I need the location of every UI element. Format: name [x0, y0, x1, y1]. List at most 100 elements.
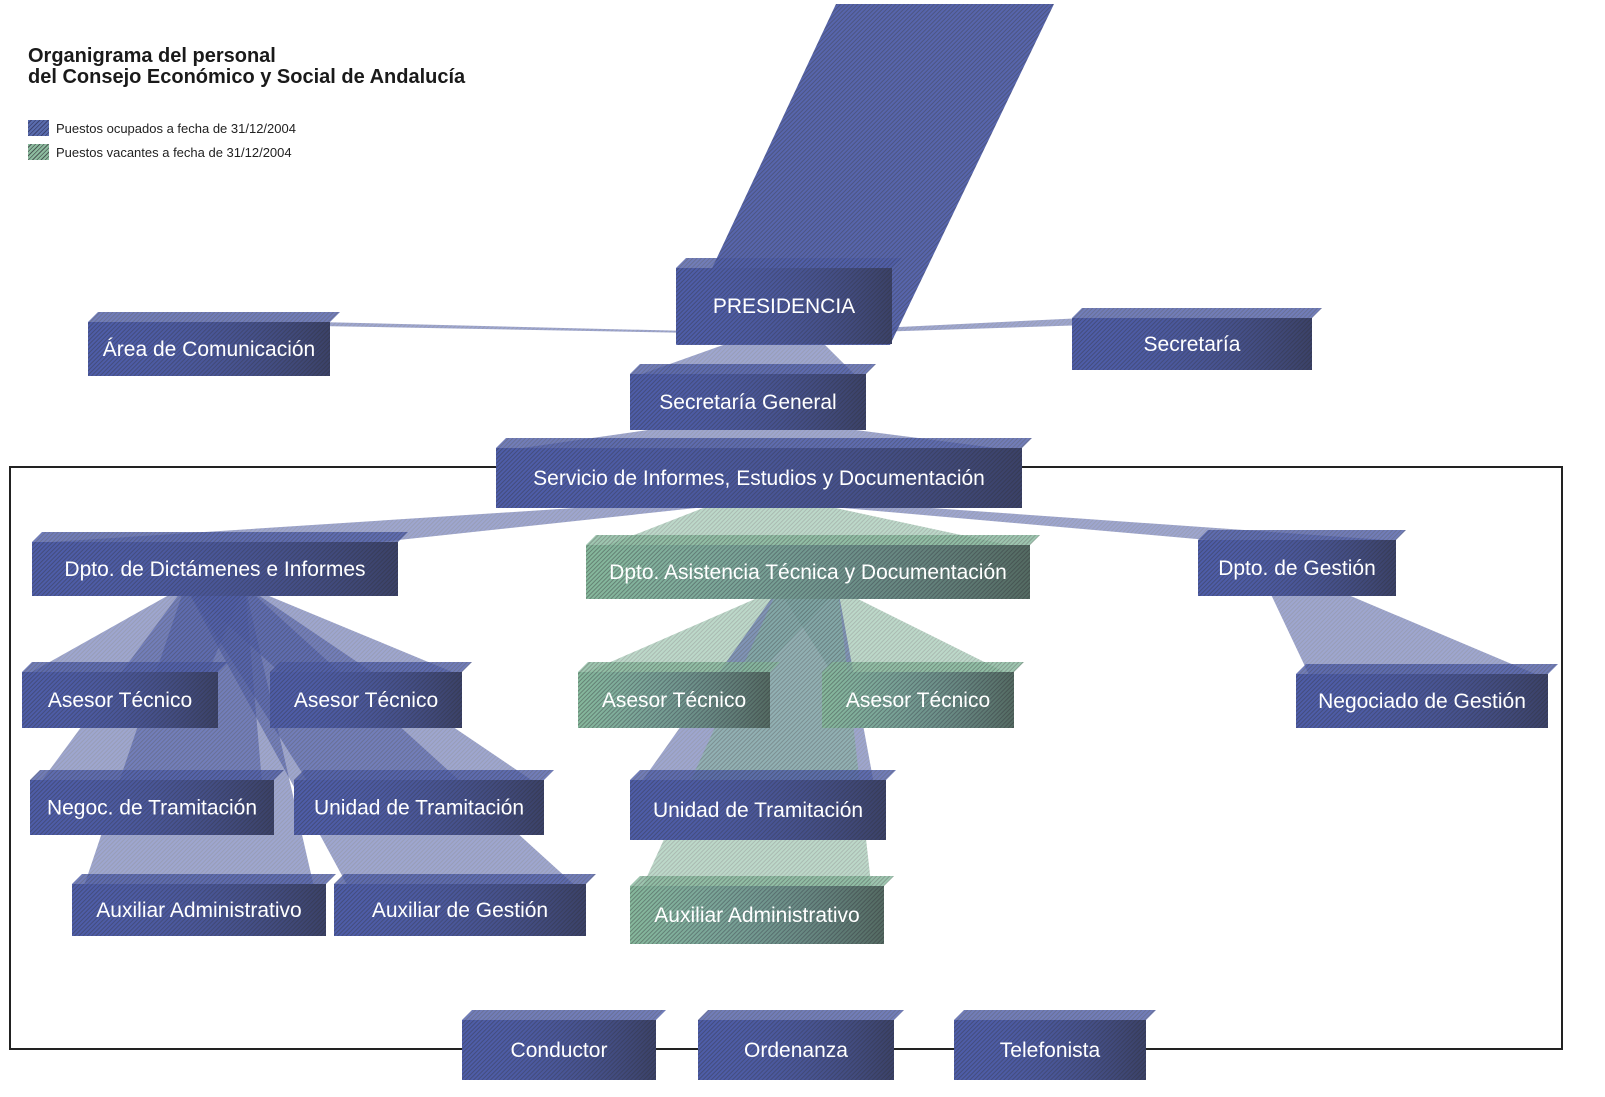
node-dpto_asist: Dpto. Asistencia Técnica y Documentación	[586, 535, 1040, 599]
node-label: Asesor Técnico	[602, 689, 746, 712]
node-label: Dpto. de Dictámenes e Informes	[64, 558, 365, 581]
node-servicio: Servicio de Informes, Estudios y Documen…	[496, 438, 1032, 508]
node-bevel	[496, 438, 1032, 448]
node-shade	[954, 1020, 1146, 1080]
node-bevel	[954, 1010, 1156, 1020]
node-bevel	[586, 535, 1040, 545]
node-shade	[32, 542, 398, 596]
node-shade	[630, 374, 866, 430]
legend-label-occupied: Puestos ocupados a fecha de 31/12/2004	[56, 120, 296, 136]
node-shade	[496, 448, 1022, 508]
node-bevel	[294, 770, 554, 780]
node-negociado_gest: Negociado de Gestión	[1296, 664, 1558, 728]
node-label: Servicio de Informes, Estudios y Documen…	[533, 467, 985, 490]
title-line-1: Organigrama del personal	[28, 45, 276, 67]
node-comunicacion: Área de Comunicación	[88, 312, 340, 376]
node-bevel	[630, 364, 876, 374]
node-shade	[586, 545, 1030, 599]
node-unidad_tram1: Unidad de Tramitación	[294, 770, 554, 835]
node-dpto_gest: Dpto. de Gestión	[1198, 530, 1406, 596]
node-bevel	[578, 662, 780, 672]
node-shade	[630, 780, 886, 840]
node-bevel	[462, 1010, 666, 1020]
node-label: Asesor Técnico	[48, 689, 192, 712]
legend-label-vacant: Puestos vacantes a fecha de 31/12/2004	[56, 144, 292, 160]
node-asesor3: Asesor Técnico	[578, 662, 780, 728]
legend-item-occupied: Puestos ocupados a fecha de 31/12/2004	[28, 116, 296, 140]
node-conductor: Conductor	[462, 1010, 666, 1080]
node-bevel	[822, 662, 1024, 672]
node-bevel	[630, 876, 894, 886]
legend: Puestos ocupados a fecha de 31/12/2004 P…	[28, 116, 296, 164]
node-sec_general: Secretaría General	[630, 364, 876, 430]
node-bevel	[676, 258, 902, 268]
node-label: Auxiliar de Gestión	[372, 899, 548, 922]
node-secretaria: Secretaría	[1072, 308, 1322, 370]
node-bevel	[1072, 308, 1322, 318]
node-shade	[1072, 318, 1312, 370]
node-aux_gest: Auxiliar de Gestión	[334, 874, 596, 936]
legend-item-vacant: Puestos vacantes a fecha de 31/12/2004	[28, 140, 296, 164]
node-ordenanza: Ordenanza	[698, 1010, 904, 1080]
node-bevel	[22, 662, 228, 672]
node-asesor1: Asesor Técnico	[22, 662, 228, 728]
node-bevel	[1296, 664, 1558, 674]
diagram-title: Organigrama del personal del Consejo Eco…	[28, 46, 465, 88]
node-label: Dpto. Asistencia Técnica y Documentación	[609, 561, 1007, 584]
node-label: Unidad de Tramitación	[653, 799, 863, 822]
node-bevel	[88, 312, 340, 322]
node-shade	[30, 780, 274, 835]
node-label: Unidad de Tramitación	[314, 797, 524, 820]
node-label: PRESIDENCIA	[713, 295, 855, 318]
node-asesor4: Asesor Técnico	[822, 662, 1024, 728]
node-label: Negociado de Gestión	[1318, 690, 1526, 713]
connector-dpto_gest-negociado_gest	[1267, 586, 1536, 674]
node-shade	[1198, 540, 1396, 596]
node-shade	[88, 322, 330, 376]
node-label: Secretaría	[1144, 333, 1241, 356]
node-label: Asesor Técnico	[294, 689, 438, 712]
node-bevel	[1198, 530, 1406, 540]
node-aux_admin2: Auxiliar Administrativo	[630, 876, 894, 944]
node-shade	[270, 672, 462, 728]
legend-swatch-vacant	[28, 144, 49, 160]
node-dpto_dict: Dpto. de Dictámenes e Informes	[32, 532, 408, 596]
node-shade	[578, 672, 770, 728]
legend-swatch-occupied	[28, 120, 49, 136]
node-unidad_tram2: Unidad de Tramitación	[630, 770, 896, 840]
node-shade	[822, 672, 1014, 728]
node-bevel	[630, 770, 896, 780]
connector-servicio-dpto_asist	[608, 498, 1008, 545]
node-label: Conductor	[511, 1039, 608, 1062]
node-asesor2: Asesor Técnico	[270, 662, 472, 728]
node-shade	[294, 780, 544, 835]
node-shade	[1296, 674, 1548, 728]
node-bevel	[698, 1010, 904, 1020]
node-shade	[630, 886, 884, 944]
node-telefonista: Telefonista	[954, 1010, 1156, 1080]
node-shade	[22, 672, 218, 728]
node-label: Auxiliar Administrativo	[654, 904, 859, 927]
node-label: Área de Comunicación	[103, 338, 315, 361]
node-shade	[676, 268, 892, 344]
node-bevel	[30, 770, 284, 780]
node-bevel	[32, 532, 408, 542]
title-line-2: del Consejo Económico y Social de Andalu…	[28, 66, 466, 88]
node-bevel	[270, 662, 472, 672]
node-label: Asesor Técnico	[846, 689, 990, 712]
node-negoc_tram: Negoc. de Tramitación	[30, 770, 284, 835]
connector-servicio-dpto_dict	[50, 498, 790, 542]
node-label: Auxiliar Administrativo	[96, 899, 301, 922]
node-shade	[698, 1020, 894, 1080]
node-bevel	[72, 874, 336, 884]
node-label: Dpto. de Gestión	[1218, 557, 1376, 580]
node-bevel	[334, 874, 596, 884]
node-shade	[462, 1020, 656, 1080]
node-label: Ordenanza	[744, 1039, 848, 1062]
node-aux_admin1: Auxiliar Administrativo	[72, 874, 336, 936]
node-label: Secretaría General	[659, 391, 836, 414]
node-label: Telefonista	[1000, 1039, 1101, 1062]
node-shade	[334, 884, 586, 936]
